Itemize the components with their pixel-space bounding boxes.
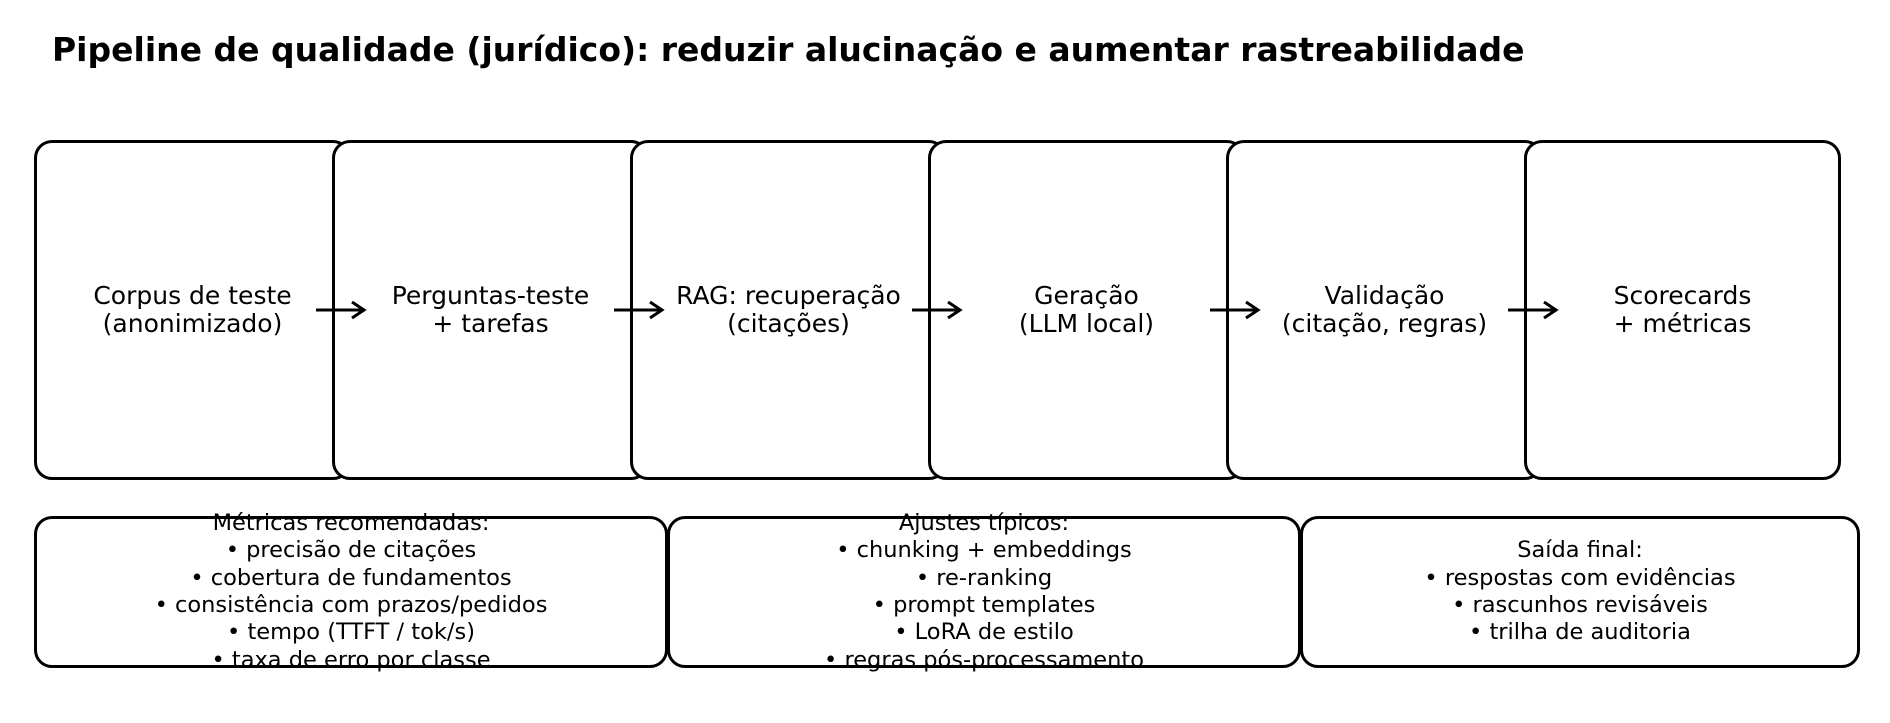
diagram-title: Pipeline de qualidade (jurídico): reduzi… [52,30,1525,69]
stage-label: Validação (citação, regras) [1281,281,1488,338]
flow-arrow-icon [316,300,367,320]
stage-label: Scorecards + métricas [1613,281,1752,338]
stage-label: RAG: recuperação (citações) [676,281,901,338]
flow-arrow-icon [1508,300,1559,320]
final-output-note-text: Saída final: • respostas com evidências … [1424,537,1736,646]
stage-label: Geração (LLM local) [1018,281,1155,338]
stage-box-generation: Geração (LLM local) [928,140,1245,480]
stage-box-validation: Validação (citação, regras) [1226,140,1543,480]
stage-label: Perguntas-teste + tarefas [391,281,590,338]
final-output-note-box: Saída final: • respostas com evidências … [1300,516,1860,668]
stage-box-corpus: Corpus de teste (anonimizado) [34,140,351,480]
flow-arrow-icon [1210,300,1261,320]
metrics-note-box: Métricas recomendadas: • precisão de cit… [34,510,668,673]
flow-arrow-icon [614,300,665,320]
stage-box-scorecards: Scorecards + métricas [1524,140,1841,480]
stage-box-questions: Perguntas-teste + tarefas [332,140,649,480]
adjustments-note-box: Ajustes típicos: • chunking + embeddings… [667,510,1301,673]
adjustments-note-text: Ajustes típicos: • chunking + embeddings… [824,509,1144,673]
stage-label: Corpus de teste (anonimizado) [93,281,292,338]
flow-arrow-icon [912,300,963,320]
metrics-note-text: Métricas recomendadas: • precisão de cit… [154,509,548,673]
stage-box-rag: RAG: recuperação (citações) [630,140,947,480]
